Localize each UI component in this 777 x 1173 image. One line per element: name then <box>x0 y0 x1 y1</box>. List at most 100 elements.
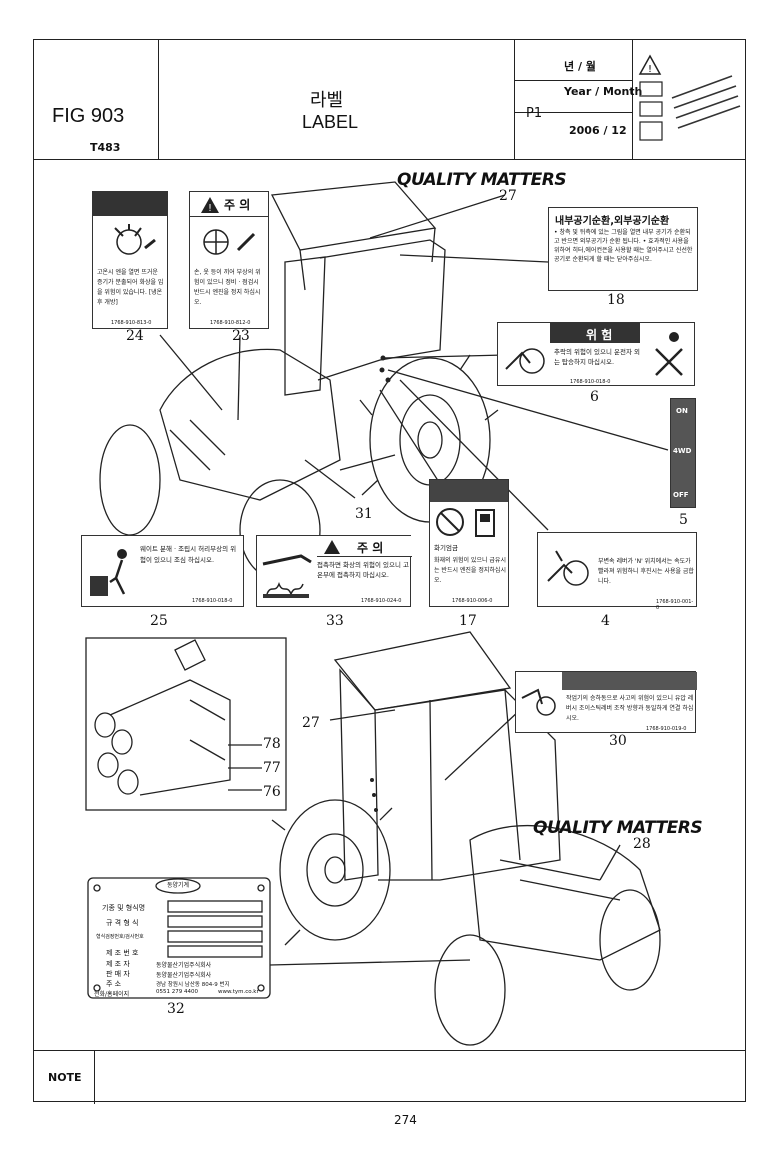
label-33-code: 1768-910-024-0 <box>361 598 402 604</box>
callout-31: 31 <box>355 506 373 522</box>
callout-4: 4 <box>601 613 610 629</box>
title-english: LABEL <box>302 112 359 132</box>
label-23-text: 손, 옷 등이 끼어 부상의 위험이 있으니 정비 · 점검시 반드시 엔진을 … <box>194 269 261 306</box>
callout-28: 28 <box>633 836 651 852</box>
nameplate-address: 경남 창원시 남산동 804-9 번지 <box>156 982 230 988</box>
nameplate-web: www.tym.co.kr <box>218 989 259 995</box>
hot-surface-icon <box>262 554 312 598</box>
label-24-radiator-warning: 고온시 엔을 열면 뜨거운 증기가 분출되어 화상을 입을 위험이 있습니다. … <box>92 191 168 329</box>
nameplate-seller-label: 판 매 자 <box>106 970 130 978</box>
model-number: T483 <box>90 141 121 154</box>
label-4-text: 부변속 레버가 'N' 위치에서는 속도가 빨라져 위험하니 후진시는 사용을 … <box>598 558 694 585</box>
label-5-on: ON <box>676 407 688 415</box>
nameplate-32: 동양기계 기종 및 형식명 규 격 형 식 형식검정번호/검사번호 제 조 번 … <box>88 878 270 998</box>
nameplate-maker: 동양물산기업주식회사 <box>156 962 212 969</box>
title-divider <box>514 80 632 81</box>
callout-5: 5 <box>679 512 688 528</box>
label-17-text: 화재의 위험이 있으니 급유시는 반드시 엔진을 정지하십시오. <box>434 557 506 584</box>
label-6-code: 1768-910-018-0 <box>570 379 611 385</box>
callout-18: 18 <box>607 292 625 308</box>
callout-32: 32 <box>167 1001 185 1017</box>
title-korean: 라벨 <box>310 90 344 111</box>
note-divider <box>94 1051 95 1104</box>
title-divider <box>158 40 159 159</box>
no-fire-fuel-icon <box>436 508 495 537</box>
label-6-text: 추락의 위험이 있으니 운전자 외는 탑승하지 마십시오. <box>554 348 641 366</box>
nameplate-row: 형식검정번호/검사번호 <box>96 934 144 940</box>
label-25-code: 1768-910-018-0 <box>192 598 233 604</box>
callout-25: 25 <box>150 613 168 629</box>
callout-27b: 27 <box>302 715 320 731</box>
label-4-shift-lever: 부변속 레버가 'N' 위치에서는 속도가 빨라져 위험하니 후진시는 사용을 … <box>537 532 697 611</box>
year-month-en: Year / Month <box>564 85 643 98</box>
label-18-air-circulation: 내부공기순환,외부공기순환 • 창측 및 뒤측에 있는 그림을 열면 내부 공기… <box>548 207 698 291</box>
callout-6: 6 <box>590 389 599 405</box>
implement-hazard-icon <box>521 688 556 716</box>
tractor-rollover-icon <box>505 348 545 374</box>
nameplate-address-label: 주 소 <box>106 980 122 988</box>
label-30-text: 작업기의 승하동으로 사고의 위험이 있으니 유압 레버시 조이스틱레버 조작 … <box>566 695 694 722</box>
nameplate-phone-label: 전화/홈페이지 <box>94 991 130 998</box>
label-5-off: OFF <box>673 491 689 499</box>
warning-triangle-icon: ! <box>201 197 219 214</box>
nameplate-row: 기종 및 형식명 <box>102 904 146 912</box>
tractor-runaway-icon <box>547 550 589 586</box>
page-code: P1 <box>526 106 543 121</box>
title-divider <box>632 40 633 159</box>
label-17-code: 1768-910-006-0 <box>452 598 493 604</box>
callout-78: 78 <box>263 736 281 752</box>
label-33-heading: 주 의 <box>357 541 384 555</box>
page-number: 274 <box>394 1113 417 1127</box>
label-6-heading: 위 험 <box>586 328 613 342</box>
label-18-title: 내부공기순환,외부공기순환 <box>555 216 670 227</box>
label-17-heading: 화기엄금 <box>434 544 458 552</box>
warning-triangle-icon <box>324 540 340 554</box>
label-5-4wd: 4WD <box>673 447 692 455</box>
callout-23: 23 <box>232 328 250 344</box>
title-block: FIG 903 T483 라벨 LABEL P1 년 / 월 Year / Mo… <box>34 40 745 160</box>
callout-30: 30 <box>609 733 627 749</box>
no-passenger-icon <box>655 332 683 376</box>
label-30-hitch-warning: 작업기의 승하동으로 사고의 위험이 있으니 유압 레버시 조이스틱레버 조작 … <box>515 671 697 733</box>
label-33-text: 접촉하면 화상의 위험이 있으니 고온부에 접촉하지 마십시오. <box>317 561 409 579</box>
year-month-ko: 년 / 월 <box>564 60 596 73</box>
svg-text:!: ! <box>208 203 212 214</box>
label-23-caution-moving-parts: 주 의 ! 손, 옷 등이 끼어 부상의 위험이 있으니 정비 · 점검시 반드… <box>189 191 269 329</box>
steam-hazard-icon <box>114 224 156 255</box>
nameplate-row: 제 조 번 호 <box>106 949 139 957</box>
revision-date: 2006 / 12 <box>569 124 627 137</box>
title-divider <box>514 112 632 113</box>
svg-text:!: ! <box>648 64 652 75</box>
label-4-code: 1768-910-001-0 <box>656 599 694 611</box>
label-25-text: 웨이트 분해 · 조립시 허리부상의 위험이 있으니 조심 하십시오. <box>140 545 237 564</box>
label-17-no-fire: 화기엄금 화재의 위험이 있으니 급유시는 반드시 엔진을 정지하십시오. 17… <box>429 479 509 607</box>
callout-24: 24 <box>126 328 144 344</box>
manufacturer-icons: ! <box>638 54 741 141</box>
label-23-heading: 주 의 <box>224 198 251 212</box>
callout-33: 33 <box>326 613 344 629</box>
callout-77: 77 <box>263 760 281 776</box>
callout-17: 17 <box>459 613 477 629</box>
title-divider <box>514 40 515 159</box>
note-box: NOTE <box>34 1050 745 1104</box>
label-23-code: 1768-910-812-0 <box>210 320 251 326</box>
drawing-sheet: FIG 903 T483 라벨 LABEL P1 년 / 월 Year / Mo… <box>33 39 746 1104</box>
label-6-danger-fall: 위 험 추락의 위험이 있으니 운전자 외는 탑승하지 마십시오. 1768-9… <box>497 322 695 386</box>
nameplate-seller: 동양물산기업주식회사 <box>156 972 212 979</box>
label-24-text: 고온시 엔을 열면 뜨거운 증기가 분출되어 화상을 입을 위험이 있습니다. … <box>97 269 164 306</box>
callout-27: 27 <box>499 188 517 204</box>
figure-number: FIG 903 <box>52 105 125 127</box>
nameplate-row: 규 격 형 식 <box>106 919 139 927</box>
nameplate-maker-label: 제 조 자 <box>106 960 130 968</box>
note-label: NOTE <box>48 1071 82 1084</box>
nameplate-phone: 0551 279 4400 <box>156 989 198 995</box>
fan-belt-hazard-icon <box>203 229 256 255</box>
label-30-code: 1768-910-019-0 <box>646 726 687 732</box>
nameplate-logo: 동양기계 <box>167 882 190 889</box>
label-18-text: • 창측 및 뒤측에 있는 그림을 열면 내부 공기가 순환되고 반으면 외부공… <box>554 229 693 263</box>
quality-matters-logo: QUALITY MATTERS <box>397 170 567 190</box>
quality-matters-logo: QUALITY MATTERS <box>533 818 703 838</box>
label-33-hot-surface: 주 의 접촉하면 화상의 위험이 있으니 고온부에 접촉하지 마십시오. 176… <box>256 535 412 607</box>
lifting-hazard-icon <box>90 549 127 596</box>
callout-76: 76 <box>263 784 281 800</box>
